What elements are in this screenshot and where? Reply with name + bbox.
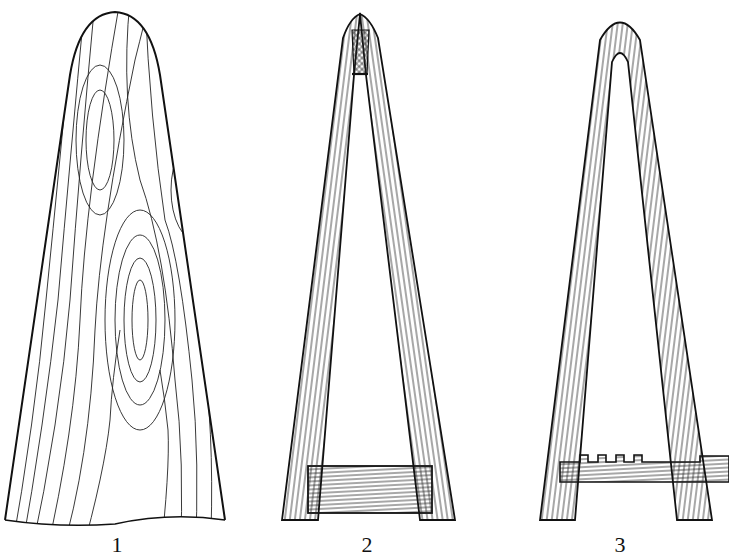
solid-board (5, 0, 235, 559)
figure-number: 1 (112, 534, 123, 556)
bent-frame (540, 23, 729, 521)
figure-number: 2 (362, 534, 373, 556)
joined-frame (282, 14, 455, 520)
figure-number: 3 (615, 534, 626, 556)
